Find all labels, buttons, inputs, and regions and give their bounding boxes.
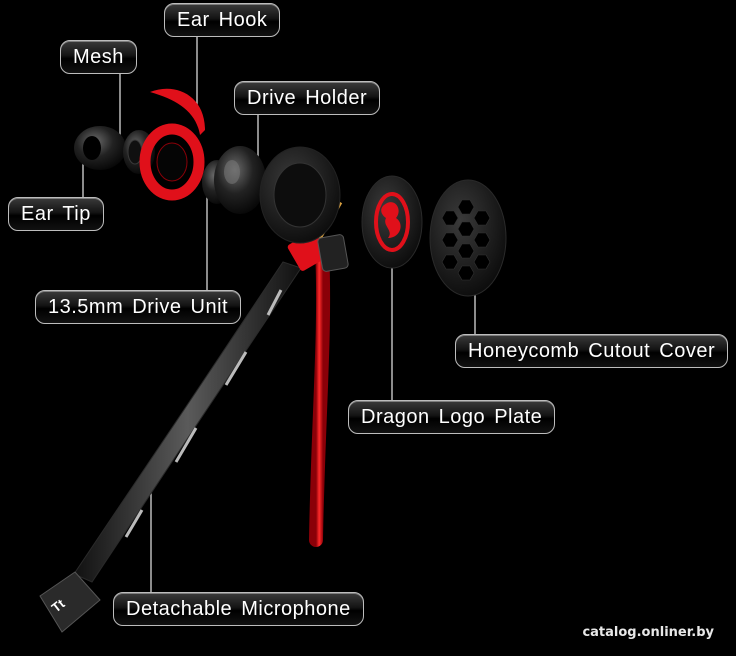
dragon-logo-plate — [361, 175, 423, 269]
drive-holder-part — [214, 146, 266, 214]
boom-microphone: Tt — [39, 261, 302, 633]
label-detachable-microphone: Detachable Microphone — [113, 592, 364, 626]
ear-hook-part — [139, 88, 205, 201]
watermark: catalog.onliner.by — [582, 625, 714, 640]
label-ear-hook: Ear Hook — [164, 3, 281, 37]
mic-capsule — [39, 571, 101, 633]
red-cable — [309, 243, 331, 547]
housing-shell — [259, 146, 341, 244]
label-drive-unit: 13.5mm Drive Unit — [35, 290, 242, 324]
label-drive-holder: Drive Holder — [234, 81, 381, 115]
label-mesh: Mesh — [60, 40, 137, 74]
label-honeycomb-cover: Honeycomb Cutout Cover — [455, 334, 729, 368]
honeycomb-cover — [429, 179, 507, 297]
ear-tip-part — [74, 126, 126, 170]
label-ear-tip: Ear Tip — [8, 197, 104, 231]
label-dragon-logo-plate: Dragon Logo Plate — [348, 400, 556, 434]
